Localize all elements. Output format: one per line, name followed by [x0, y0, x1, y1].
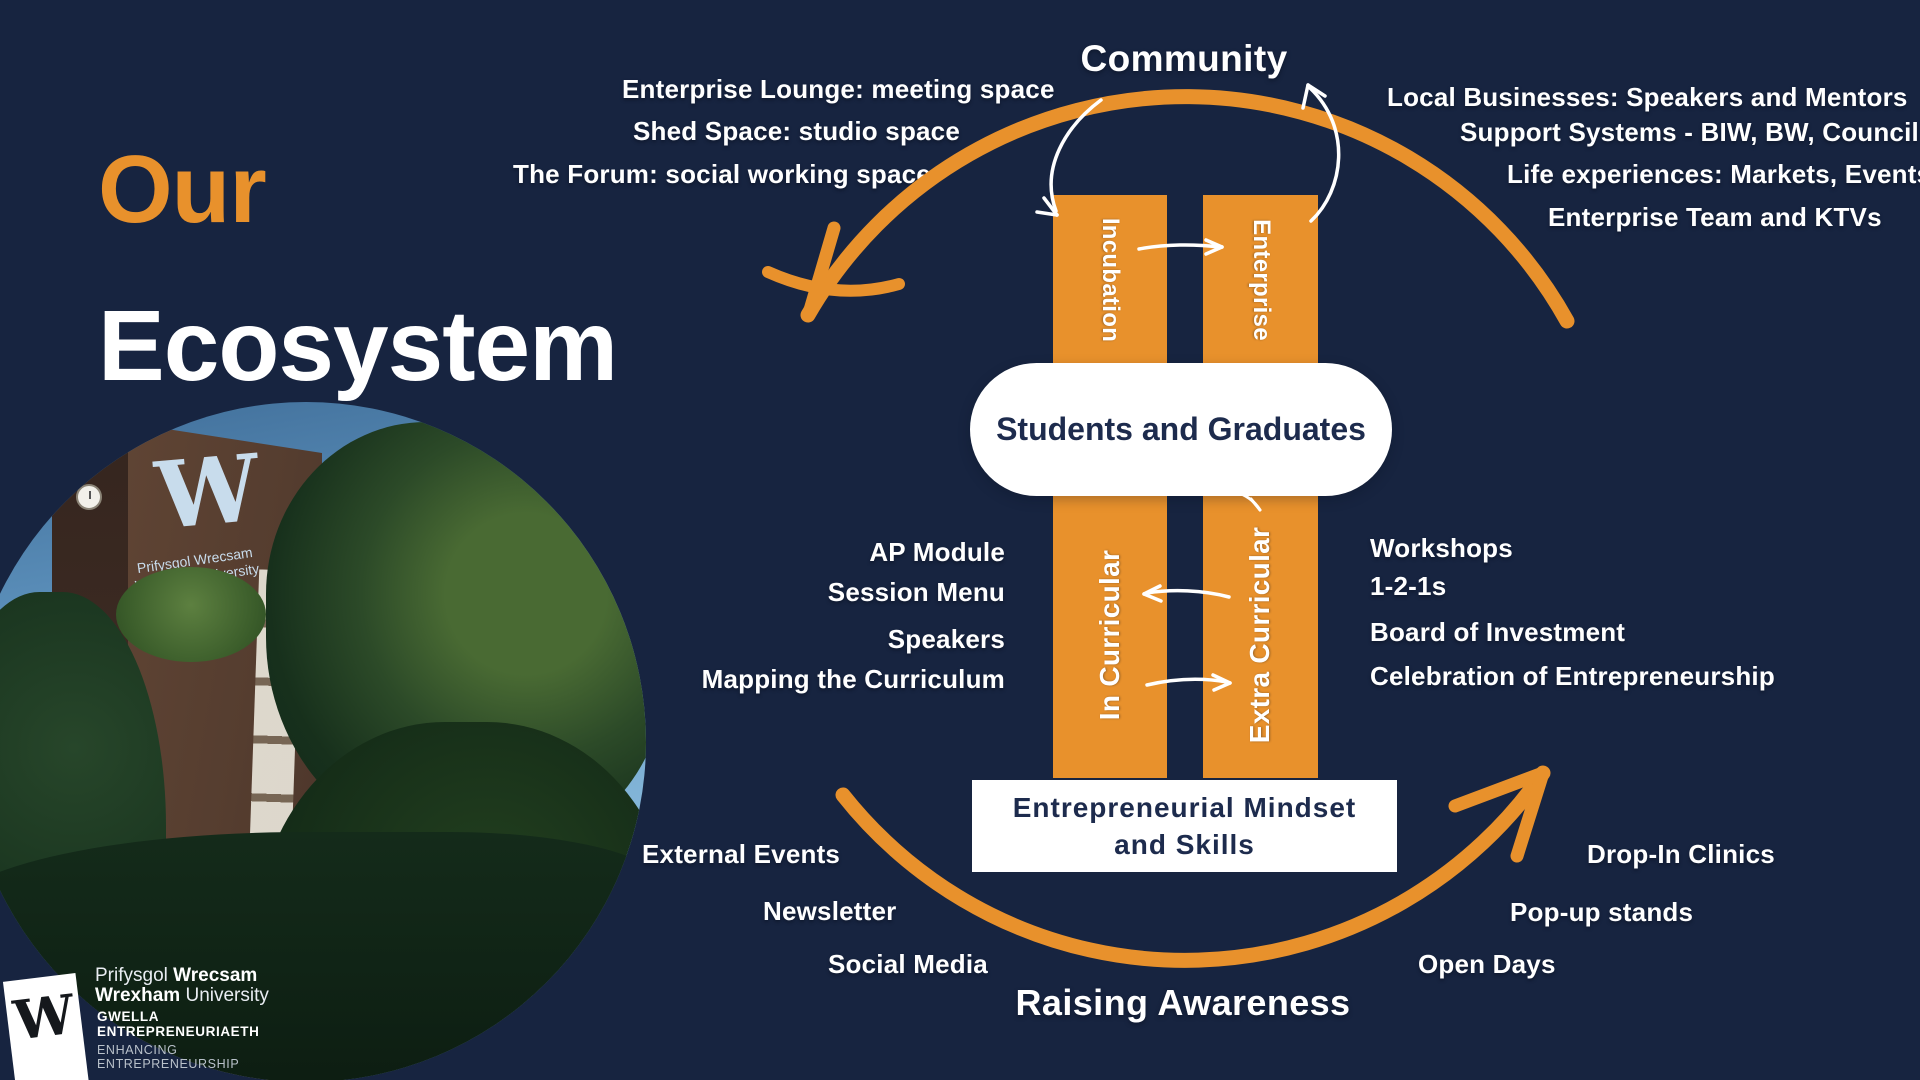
list-extra-curricular-item: Board of Investment — [1370, 617, 1626, 647]
bar-in-curricular-label: In Curricular — [1094, 549, 1126, 721]
list-awareness-left-item: External Events — [642, 839, 841, 869]
students-graduates-pill: Students and Graduates — [970, 363, 1392, 496]
title-our: Our — [98, 136, 267, 243]
list-community-right-item: Support Systems - BIW, BW, Council — [1460, 117, 1919, 147]
list-extra-curricular-item: Celebration of Entrepreneurship — [1370, 661, 1775, 691]
list-extra-curricular-item: Workshops — [1370, 533, 1513, 563]
bar-in-curricular: In Curricular — [1053, 492, 1167, 778]
bar-incubation-label: Incubation — [1097, 217, 1125, 342]
campus-photo-circle: W Prifysgol Wrecsam Wrexham University — [0, 402, 646, 1080]
university-logo-w: W — [10, 981, 79, 1053]
list-community-right-item: Life experiences: Markets, Events — [1507, 159, 1920, 189]
heading-raising-awareness: Raising Awareness — [1015, 982, 1351, 1023]
university-name-line2: Wrexham University — [95, 985, 269, 1007]
mindset-skills-box: Entrepreneurial Mindset and Skills — [972, 780, 1397, 872]
list-awareness-right-item: Pop-up stands — [1510, 897, 1694, 927]
list-awareness-left-item: Newsletter — [763, 896, 897, 926]
tower-logo-w: W — [151, 433, 264, 551]
list-community-right-item: Local Businesses: Speakers and Mentors — [1387, 82, 1908, 112]
list-extra-curricular-item: 1-2-1s — [1370, 571, 1447, 601]
tower-clock — [76, 484, 102, 510]
bar-enterprise-label: Enterprise — [1247, 218, 1275, 341]
list-community-left-item: Enterprise Lounge: meeting space — [622, 74, 1055, 104]
mindset-line2: and Skills — [1114, 829, 1255, 860]
logo-tagline-enhancing: ENHANCING — [97, 1043, 178, 1057]
university-name-line1: Prifysgol Wrecsam — [95, 965, 257, 987]
title-ecosystem: Ecosystem — [98, 290, 618, 402]
bar-extra-curricular: Extra Curricular — [1203, 492, 1318, 778]
university-name-university: University — [185, 985, 269, 1006]
university-name-wrecsam: Wrecsam — [173, 965, 258, 986]
students-graduates-label: Students and Graduates — [996, 411, 1366, 447]
list-awareness-right-item: Drop-In Clinics — [1587, 839, 1775, 869]
bar-incubation: Incubation — [1053, 195, 1167, 364]
list-in-curricular-item: Session Menu — [827, 577, 1005, 607]
logo-tagline-entrepreneurship: ENTREPRENEURSHIP — [97, 1057, 240, 1071]
logo-tagline-gwella: GWELLA — [97, 1009, 160, 1024]
list-community-left-item: Shed Space: studio space — [633, 116, 961, 146]
list-community-left-item: The Forum: social working space — [513, 159, 931, 189]
list-awareness-right-item: Open Days — [1418, 949, 1556, 979]
university-name-prifysgol: Prifysgol — [95, 965, 174, 986]
list-community-right-item: Enterprise Team and KTVs — [1548, 202, 1882, 232]
university-logo-mark: W — [2, 972, 91, 1080]
logo-tagline-entrepreneuriaeth: ENTREPRENEURIAETH — [97, 1024, 260, 1039]
list-in-curricular-item: AP Module — [869, 537, 1005, 567]
heading-community: Community — [1080, 38, 1288, 79]
bar-enterprise: Enterprise — [1203, 195, 1318, 364]
list-awareness-left-item: Social Media — [828, 949, 988, 979]
tree-bottom — [0, 832, 646, 1080]
bar-extra-curricular-label: Extra Curricular — [1244, 526, 1276, 744]
mindset-line1: Entrepreneurial Mindset — [1012, 792, 1357, 823]
bush-center — [116, 567, 266, 662]
list-in-curricular-item: Mapping the Curriculum — [701, 664, 1005, 694]
university-name-wrexham: Wrexham — [95, 985, 186, 1006]
list-in-curricular-item: Speakers — [887, 624, 1005, 654]
